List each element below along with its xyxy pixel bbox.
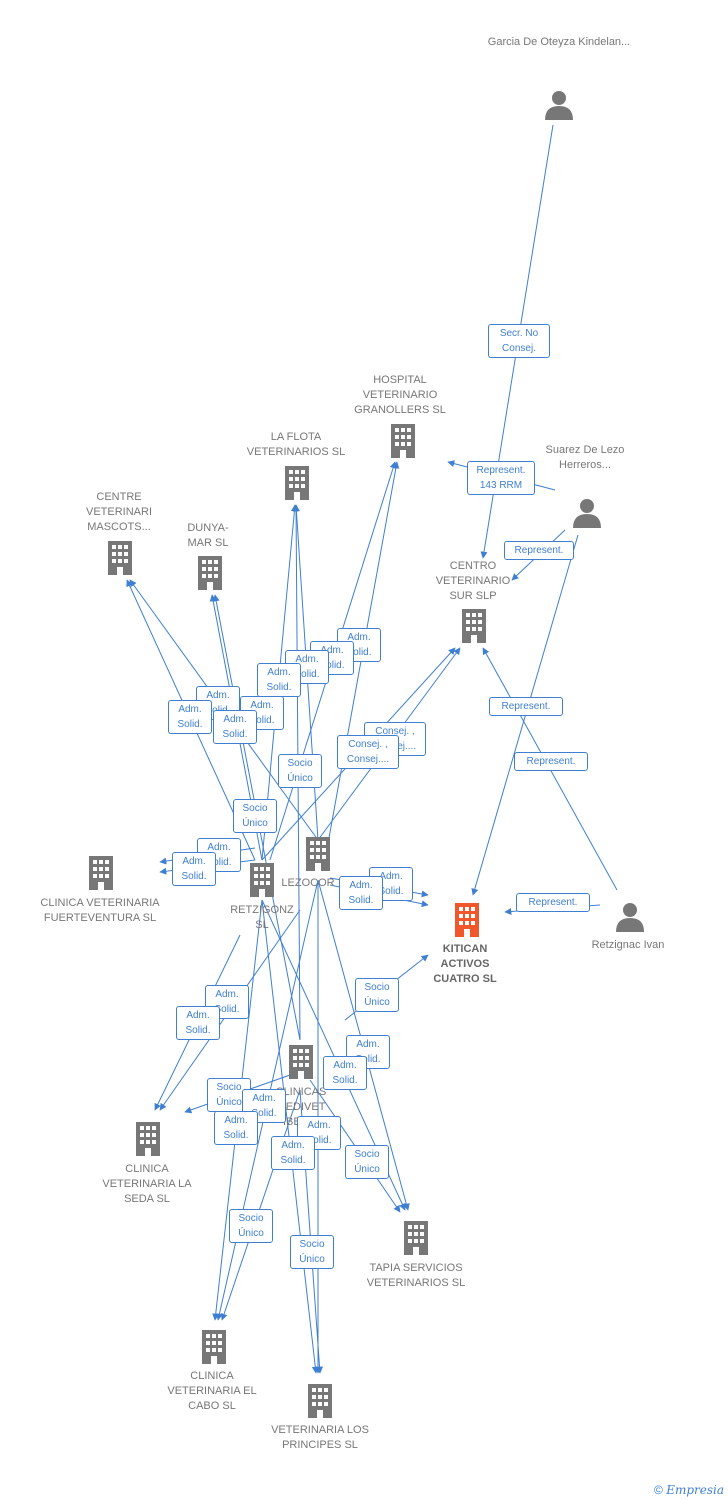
relation-badge[interactable]: Adm. Solid. xyxy=(168,700,212,734)
node-label: CENTRO VETERINARIO SUR SLP xyxy=(435,560,511,602)
node-label: LEZOCOR xyxy=(281,877,335,889)
building-icon xyxy=(289,1045,313,1079)
relation-badge[interactable]: Adm. Solid. xyxy=(271,1136,315,1170)
node-label: VETERINARIA LOS PRINCIPES SL xyxy=(271,1424,369,1451)
relation-badge[interactable]: Socio Único xyxy=(345,1145,389,1179)
building-icon xyxy=(108,541,132,575)
node-label: TAPIA SERVICIOS VETERINARIOS SL xyxy=(366,1262,466,1289)
footer-brand[interactable]: © Empresia xyxy=(654,1483,724,1497)
building-icon xyxy=(308,1384,332,1418)
relation-badge[interactable]: Socio Único xyxy=(233,799,277,833)
building-icon xyxy=(202,1330,226,1364)
relation-badge[interactable]: Represent. 143 RRM xyxy=(467,461,535,495)
node-label: Suarez De Lezo Herreros... xyxy=(545,444,625,471)
building-icon-focus xyxy=(455,903,479,937)
person-icon xyxy=(545,91,573,120)
node-label: CLINICA VETERINARIA LA SEDA SL xyxy=(102,1163,192,1205)
building-icon xyxy=(391,424,415,458)
person-icon xyxy=(573,499,601,528)
building-icon xyxy=(136,1122,160,1156)
relation-badge[interactable]: Adm. Solid. xyxy=(257,663,301,697)
node-label: CENTRE VETERINARI MASCOTS... xyxy=(85,491,152,533)
node-label: RETZIGONZ SL xyxy=(230,904,294,931)
relation-badge[interactable]: Socio Único xyxy=(278,754,322,788)
node-label: KITICAN ACTIVOS CUATRO SL xyxy=(433,943,497,985)
node-label: CLINICA VETERINARIA FUERTEVENTURA SL xyxy=(40,897,160,924)
relation-badge[interactable]: Consej. , Consej.... xyxy=(337,735,399,769)
node-label: Retzignac Ivan xyxy=(591,939,665,951)
copyright-symbol: © xyxy=(654,1483,663,1497)
building-icon xyxy=(462,609,486,643)
relation-badge[interactable]: Represent. xyxy=(516,893,590,912)
relation-badge[interactable]: Adm. Solid. xyxy=(197,838,241,872)
relation-badge[interactable]: Socio Único xyxy=(290,1235,334,1269)
relation-badge[interactable]: Adm. Solid. xyxy=(214,1111,258,1145)
node-label: CLINICA VETERINARIA EL CABO SL xyxy=(167,1370,257,1412)
building-icon xyxy=(285,466,309,500)
person-icon xyxy=(616,903,644,932)
building-icon xyxy=(250,863,274,897)
relation-badge[interactable]: Socio Único xyxy=(355,978,399,1012)
edge xyxy=(220,1089,301,1321)
node-label: DUNYA-MAR SL xyxy=(187,522,229,549)
node-label: Garcia De Oteyza Kindelan... xyxy=(487,36,631,48)
relation-badge[interactable]: Represent. xyxy=(514,752,588,771)
building-icon xyxy=(306,837,330,871)
building-icon xyxy=(89,856,113,890)
relation-badge[interactable]: Represent. xyxy=(489,697,563,716)
node-label: LA FLOTA VETERINARIOS SL xyxy=(246,431,346,458)
relation-badge[interactable]: Adm. Solid. xyxy=(339,876,383,910)
building-icon xyxy=(404,1221,428,1255)
relation-badge[interactable]: Represent. xyxy=(504,541,574,560)
relation-badge[interactable]: Adm. Solid. xyxy=(323,1056,367,1090)
relation-badge[interactable]: Adm. Solid. xyxy=(213,710,257,744)
relation-badge[interactable]: Secr. No Consej. xyxy=(488,324,550,358)
relation-badge[interactable]: Adm. Solid. xyxy=(172,852,216,886)
relation-badge[interactable]: Adm. Solid. xyxy=(176,1006,220,1040)
brand-logo-text: Empresia xyxy=(666,1483,724,1497)
relation-badge[interactable]: Socio Único xyxy=(229,1209,273,1243)
building-icon xyxy=(198,556,222,590)
relation-badge[interactable]: Adm. Solid. xyxy=(240,696,284,730)
node-label: HOSPITAL VETERINARIO GRANOLLERS SL xyxy=(354,374,446,416)
